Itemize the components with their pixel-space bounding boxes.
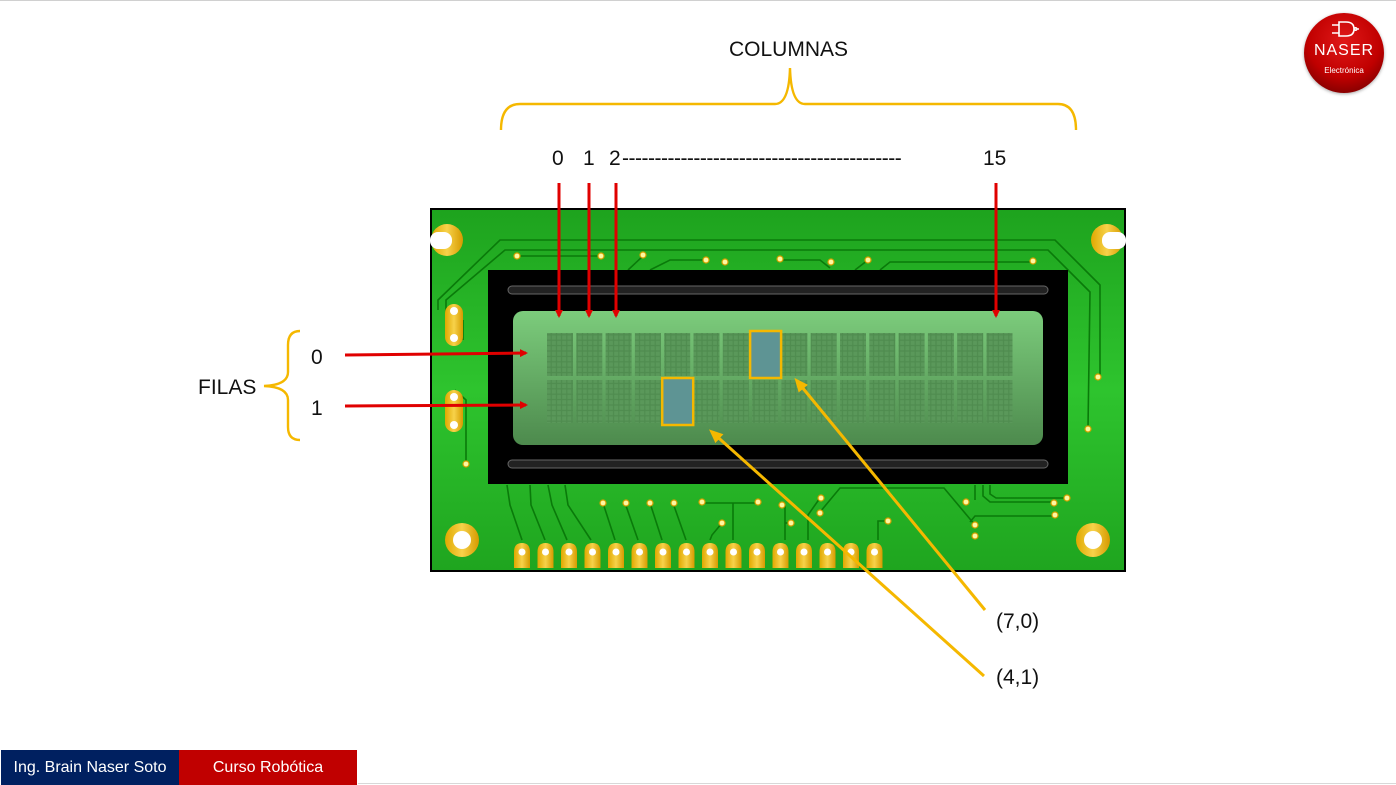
header-pin <box>631 543 648 568</box>
header-pin <box>796 543 812 568</box>
lcd-cell-13-0 <box>927 333 954 376</box>
header-pin <box>655 543 671 568</box>
naser-logo: NASER Electrónica <box>1304 13 1384 93</box>
column-index-0: 0 <box>552 147 564 170</box>
bottom-divider <box>358 783 1396 784</box>
header-pin <box>749 543 765 568</box>
lcd-cell-12-1 <box>898 380 925 423</box>
top-divider <box>0 0 1396 1</box>
lcd-cell-3-0 <box>634 333 661 376</box>
highlighted-cells <box>660 329 783 427</box>
lcd-cell-15-1 <box>986 380 1013 423</box>
header-pin <box>725 543 742 568</box>
lcd-cell-10-0 <box>840 333 866 376</box>
columns-brace <box>499 67 1078 131</box>
highlight-label-4-1: (4,1) <box>996 666 1040 689</box>
row-index-0: 0 <box>311 346 323 369</box>
lcd-cell-6-0 <box>722 333 749 376</box>
footer-course-text: Curso Robótica <box>212 758 324 776</box>
lcd-cell-2-1 <box>605 380 632 423</box>
column-index-15: 15 <box>983 147 1007 170</box>
lcd-cell-11-0 <box>869 333 896 376</box>
lcd-cell-8-0 <box>781 333 808 376</box>
pointer-lines <box>709 377 987 678</box>
rows-label: FILAS <box>198 376 257 399</box>
lcd-cell-7-1 <box>752 380 779 423</box>
mounting-holes <box>430 224 1126 557</box>
lcd-cell-8-1 <box>781 380 808 423</box>
lcd-cell-14-0 <box>957 333 984 376</box>
pointer-line-4-1 <box>709 429 986 678</box>
pointer-line-7-0 <box>794 377 987 611</box>
lcd-cell-1-0 <box>576 333 603 376</box>
lcd-cell-9-0 <box>810 333 837 376</box>
highlight-cell-7-0 <box>748 329 783 380</box>
logo-subtitle: Electrónica <box>1324 66 1364 75</box>
lcd-cell-1-1 <box>576 380 603 423</box>
footer-author-text: Ing. Brain Naser Soto <box>13 758 167 776</box>
character-cells <box>547 333 1013 423</box>
header-pin <box>537 543 554 568</box>
header-pin <box>772 543 789 568</box>
lcd-cell-0-1 <box>547 380 573 423</box>
header-pin <box>584 543 601 568</box>
lcd-cell-15-0 <box>986 333 1013 376</box>
rows-brace <box>263 329 301 442</box>
highlight-cell-4-1 <box>660 376 695 427</box>
lcd-cell-5-0 <box>693 333 720 376</box>
lcd-glass <box>513 311 1043 445</box>
header-pin <box>678 543 695 568</box>
footer-author: Ing. Brain Naser Soto <box>1 750 179 785</box>
header-pin <box>561 543 577 568</box>
lcd-cell-6-1 <box>722 380 749 423</box>
highlight-label-7-0: (7,0) <box>996 610 1040 633</box>
row-index-1: 1 <box>311 397 323 420</box>
column-index-dashes: ----------------------------------------… <box>622 148 902 169</box>
column-arrows <box>555 183 1000 318</box>
header-pins <box>514 543 883 568</box>
footer-course: Curso Robótica <box>179 750 357 785</box>
header-pin <box>819 543 836 568</box>
lcd-cell-12-0 <box>898 333 925 376</box>
logic-gate-icon <box>1332 21 1359 37</box>
column-index-1: 1 <box>583 147 595 170</box>
column-index-2: 2 <box>609 147 621 170</box>
lcd-cell-2-0 <box>605 333 632 376</box>
columns-label: COLUMNAS <box>729 38 849 61</box>
lcd-cell-5-1 <box>693 380 720 423</box>
row-arrow-1 <box>344 401 528 410</box>
header-pin <box>702 543 718 568</box>
lcd-cell-13-1 <box>927 380 954 423</box>
lcd-cell-14-1 <box>957 380 984 423</box>
lcd-cell-4-0 <box>664 333 691 376</box>
lcd-cell-10-1 <box>840 380 866 423</box>
row-arrows <box>344 349 528 410</box>
lcd-cell-11-1 <box>869 380 896 423</box>
lcd-cell-3-1 <box>634 380 661 423</box>
header-pin <box>866 543 883 568</box>
logo-brand: NASER <box>1313 42 1375 59</box>
header-pin <box>608 543 624 568</box>
row-arrow-0 <box>344 349 528 358</box>
lcd-cell-0-0 <box>547 333 573 376</box>
header-pin <box>514 543 530 568</box>
